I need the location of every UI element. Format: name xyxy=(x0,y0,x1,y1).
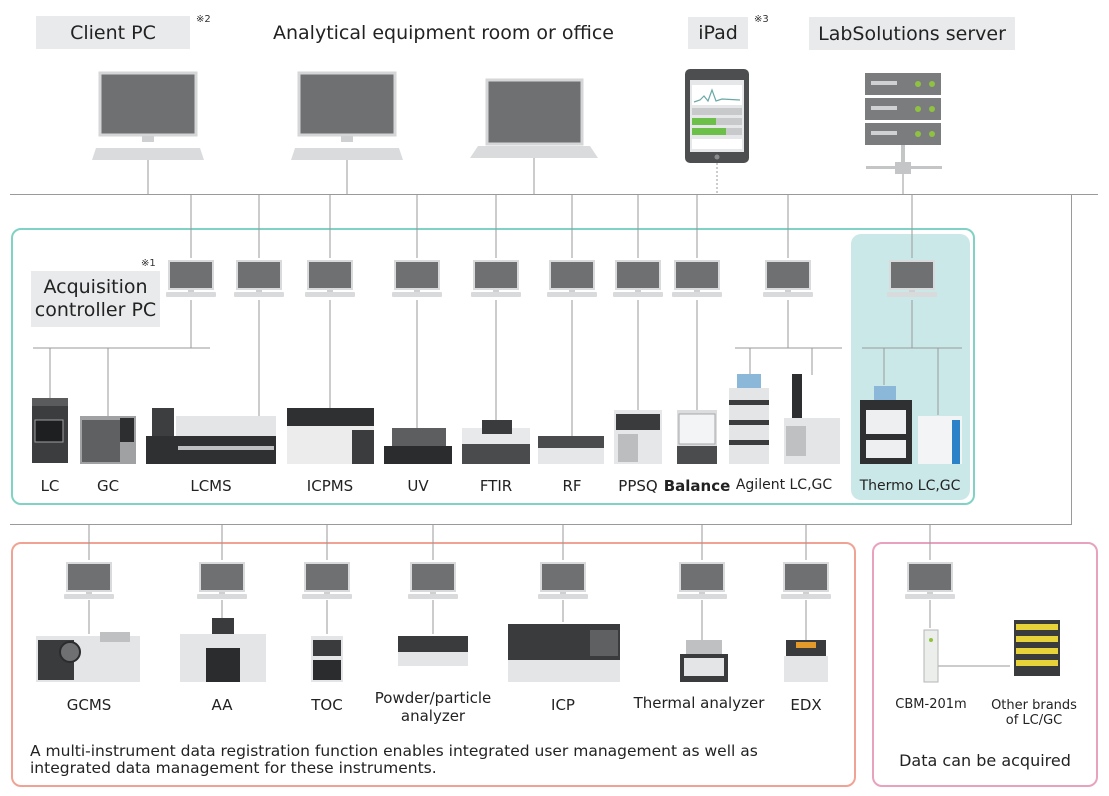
other-brands-panel xyxy=(872,542,1098,787)
acquisition-instruments xyxy=(32,374,962,464)
top-devices xyxy=(92,69,942,194)
desktop-monitor-icon xyxy=(887,260,937,302)
balance-instrument xyxy=(677,410,717,464)
caption-uv: UV xyxy=(407,477,429,495)
caption-thermal: Thermal analyzer xyxy=(633,694,765,712)
caption-gc: GC xyxy=(96,477,120,495)
gc-instrument xyxy=(80,416,136,464)
desktop-monitor-icon xyxy=(613,260,663,302)
caption-icpms: ICPMS xyxy=(306,477,354,495)
caption-data-acquired: Data can be acquired xyxy=(899,751,1071,770)
client-pc-note: ※2 xyxy=(196,14,211,25)
rf-instrument xyxy=(538,436,604,464)
desktop-monitor-icon xyxy=(471,260,521,302)
caption-gcms: GCMS xyxy=(66,696,112,714)
ipad-note: ※3 xyxy=(754,14,769,25)
caption-lc: LC xyxy=(40,477,60,495)
powder-analyzer-instrument xyxy=(398,636,468,666)
edx-instrument xyxy=(784,640,828,682)
network-line-mid xyxy=(10,524,1072,525)
server-label-text: LabSolutions server xyxy=(818,22,1006,45)
acquisition-label-line2: controller PC xyxy=(34,299,157,321)
agilent-instrument xyxy=(729,374,840,464)
laptop-icon xyxy=(470,78,598,158)
other-brands-stack xyxy=(1014,620,1060,676)
lc-instrument xyxy=(32,398,68,463)
desktop-monitor-icon xyxy=(538,562,588,604)
caption-lcms: LCMS xyxy=(190,477,232,495)
caption-toc: TOC xyxy=(311,696,343,714)
footer-text-line2: integrated data management for these ins… xyxy=(30,759,437,777)
caption-ppsq: PPSQ xyxy=(618,477,658,495)
ipad-label-text: iPad xyxy=(698,22,738,44)
server-label: LabSolutions server xyxy=(809,17,1015,50)
caption-thermo: Thermo LC,GC xyxy=(859,478,961,494)
desktop-monitor-icon xyxy=(305,260,355,302)
caption-other-line1: Other brands xyxy=(991,698,1077,713)
desktop-monitor-icon xyxy=(166,260,216,302)
server-rack-icon xyxy=(865,73,942,174)
network-line-top xyxy=(10,194,1098,195)
acquisition-label-line1: Acquisition xyxy=(43,276,148,298)
tablet-icon xyxy=(685,69,749,163)
caption-balance: Balance xyxy=(663,477,731,495)
caption-icp: ICP xyxy=(551,696,575,714)
caption-other-line2: of LC/GC xyxy=(1005,713,1063,728)
footer-text-line1: A multi-instrument data registration fun… xyxy=(30,742,758,760)
thermal-analyzer-instrument xyxy=(680,640,728,682)
caption-ftir: FTIR xyxy=(479,477,513,495)
thermo-instrument xyxy=(860,386,962,464)
gcms-instrument xyxy=(36,632,140,682)
icpms-instrument xyxy=(287,408,374,464)
caption-edx: EDX xyxy=(790,696,822,714)
network-line-right xyxy=(1071,194,1072,524)
ipad-label: iPad xyxy=(688,17,748,49)
desktop-monitor-icon xyxy=(234,260,284,302)
acquisition-panel xyxy=(11,228,975,505)
desktop-monitor-icon xyxy=(408,562,458,604)
desktop-monitor-icon xyxy=(547,260,597,302)
uv-instrument xyxy=(384,428,452,464)
desktop-monitor-icon xyxy=(392,260,442,302)
desktop-monitor-icon xyxy=(781,562,831,604)
caption-cbm: CBM-201m xyxy=(895,697,967,712)
desktop-monitor-icon xyxy=(677,562,727,604)
client-pc-label-text: Client PC xyxy=(70,21,156,44)
client-pc-label: Client PC xyxy=(36,16,190,49)
acquisition-note: ※1 xyxy=(141,258,156,269)
room-title: Analytical equipment room or office xyxy=(273,22,614,44)
ftir-instrument xyxy=(462,420,530,464)
desktop-monitor-icon xyxy=(291,71,403,160)
desktop-monitor-icon xyxy=(64,562,114,604)
toc-instrument xyxy=(311,636,343,682)
icp-instrument xyxy=(508,624,620,682)
ppsq-instrument xyxy=(614,410,662,464)
cbm-module xyxy=(923,629,939,683)
caption-agilent: Agilent LC,GC xyxy=(735,477,833,493)
aa-instrument xyxy=(180,618,266,682)
acquisition-connectors xyxy=(33,194,962,436)
desktop-monitor-icon xyxy=(197,562,247,604)
desktop-monitor-icon xyxy=(92,71,204,160)
lcms-instrument xyxy=(146,408,276,464)
caption-powder-line1: Powder/particle xyxy=(374,689,492,707)
caption-powder-line2: analyzer xyxy=(400,707,466,725)
desktop-monitor-icon xyxy=(763,260,813,302)
desktop-monitor-icon xyxy=(672,260,722,302)
caption-rf: RF xyxy=(562,477,582,495)
acquisition-label: Acquisition controller PC xyxy=(31,271,160,327)
caption-aa: AA xyxy=(211,696,233,714)
desktop-monitor-icon xyxy=(905,562,955,604)
desktop-monitor-icon xyxy=(302,562,352,604)
